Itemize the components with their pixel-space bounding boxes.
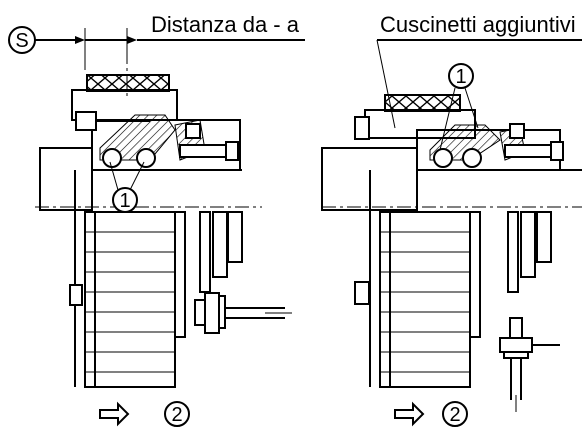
bearing-ball: [136, 148, 156, 168]
distance-dimension: [84, 28, 305, 70]
callout-2-label: 2: [449, 404, 460, 426]
fan-wheel: [379, 211, 471, 388]
distance-label: Distanza da - a: [151, 12, 300, 37]
callout-2-circle: [442, 401, 468, 427]
pulley-rim-top: [384, 94, 461, 112]
sensor-probe: [499, 317, 560, 412]
output-arrow: [394, 401, 425, 427]
callout-1-circle: [448, 63, 474, 89]
left-view: S Distanza da - a: [8, 12, 305, 427]
output-arrow: [99, 401, 130, 427]
bearing-ball: [102, 148, 122, 168]
bearings-label: Cuscinetti aggiuntivi: [380, 12, 576, 37]
right-view: Cuscinetti aggiuntivi 1: [321, 12, 582, 427]
callout-1-label: 1: [119, 190, 130, 212]
fan-wheel: [84, 211, 176, 388]
s-label: S: [15, 30, 28, 52]
sensor-probe: [194, 292, 292, 334]
shaft-left: [39, 147, 93, 211]
pulley-rim-top: [86, 74, 170, 92]
callout-2-label: 2: [171, 404, 182, 426]
bearing-ball: [433, 148, 453, 168]
bearing-ball: [462, 148, 482, 168]
callout-1-label: 1: [455, 66, 466, 88]
callout-2-circle: [164, 401, 190, 427]
